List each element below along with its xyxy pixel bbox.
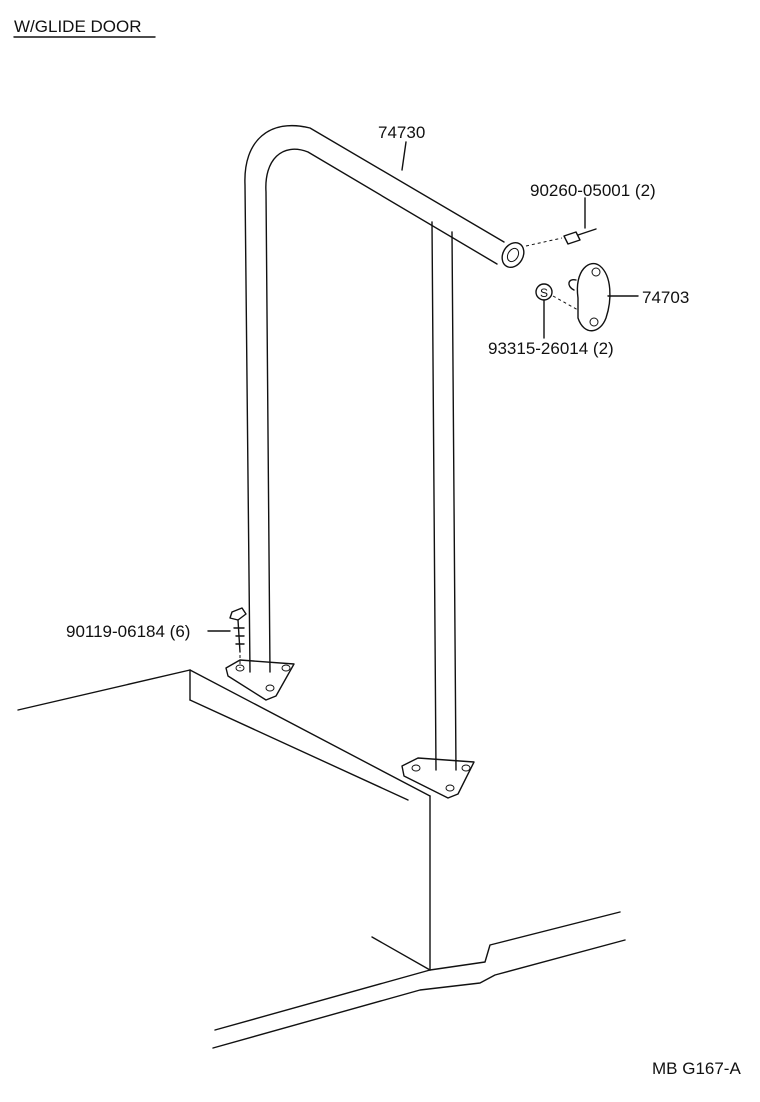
- grab-bar-leader: [401, 141, 407, 171]
- nut-symbol: S: [540, 286, 548, 300]
- part-label-grab-bar: 74730: [378, 123, 425, 142]
- diagram-title: W/GLIDE DOOR: [14, 17, 142, 36]
- vehicle-body-outline: [17, 669, 626, 1049]
- bolt-icon: [229, 607, 247, 668]
- screw-icon: [525, 228, 597, 247]
- left-foot-plate: [225, 659, 295, 701]
- part-label-bracket: 74703: [642, 288, 689, 307]
- grab-bar-74730: [244, 124, 525, 771]
- right-foot-plate: [401, 757, 475, 799]
- part-label-nut: 93315-26014 (2): [488, 339, 614, 358]
- bracket-icon: [568, 262, 611, 332]
- part-label-bolt: 90119-06184 (6): [66, 622, 190, 641]
- part-label-screw: 90260-05001 (2): [530, 181, 656, 200]
- figure-code: MB G167-A: [652, 1059, 741, 1078]
